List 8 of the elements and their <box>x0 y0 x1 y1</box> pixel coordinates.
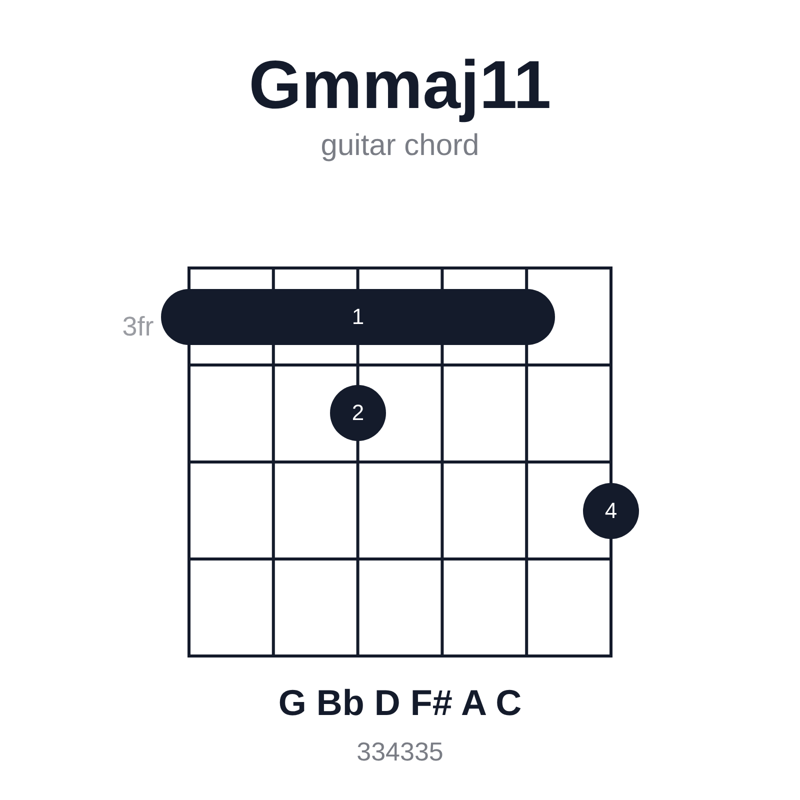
note-names: G Bb D F# A C <box>278 682 522 724</box>
finger-dot: 2 <box>330 385 386 441</box>
chord-subtitle: guitar chord <box>320 129 480 163</box>
chord-title: Gmmaj11 <box>248 46 552 124</box>
fret-positions: 334335 <box>356 736 444 768</box>
fret-number: 3fr <box>122 312 154 342</box>
barre-marker: 1 <box>161 289 555 345</box>
finger-dot: 4 <box>583 483 639 539</box>
